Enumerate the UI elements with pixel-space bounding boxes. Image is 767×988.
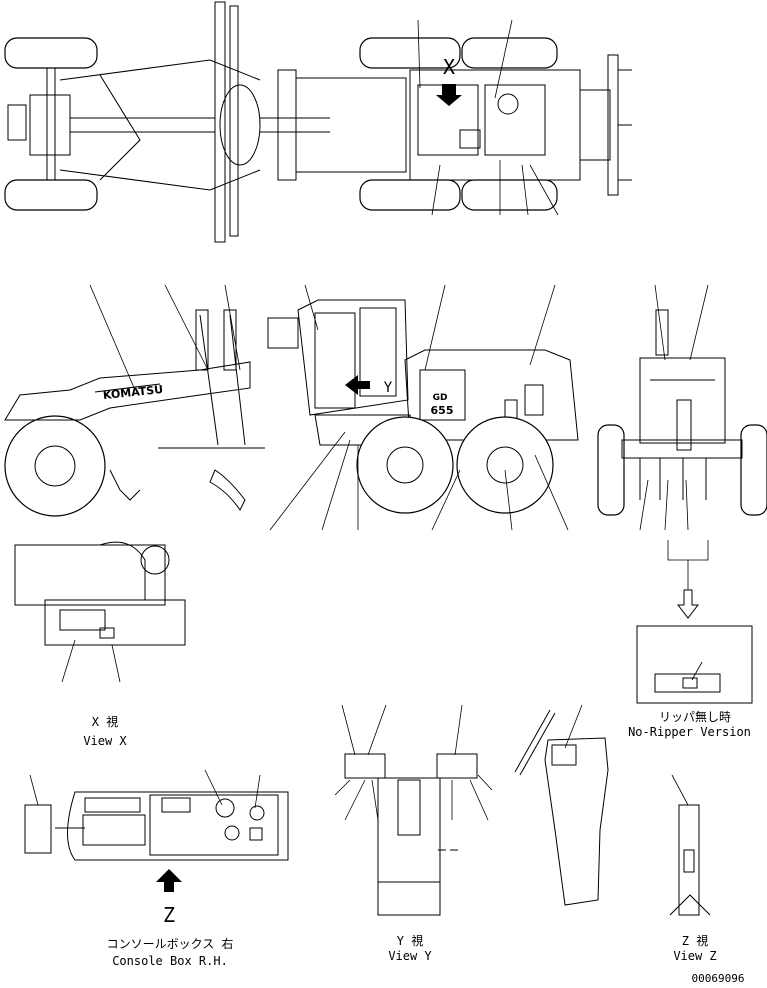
no-ripper-title-jp: リッパ無し時 <box>658 710 731 724</box>
marker-y-side: Y <box>384 380 393 396</box>
view-z-detail <box>669 774 711 916</box>
mirror-arm-detail <box>514 704 609 906</box>
console-box-detail <box>24 769 289 892</box>
drawing-number: 00069096 <box>691 972 745 985</box>
side-view-machine <box>4 284 579 531</box>
model-gd-label: GD <box>433 393 448 403</box>
view-x-title-jp: X 視 <box>91 715 119 729</box>
view-y-title-en: View Y <box>388 949 432 963</box>
rear-view-machine <box>597 284 767 619</box>
console-title-jp: コンソールボックス 右 <box>106 937 234 951</box>
view-y-detail <box>334 704 493 916</box>
marker-z-console: Z <box>163 903 175 927</box>
view-z-title-en: View Z <box>673 949 717 963</box>
no-ripper-inset <box>636 625 753 704</box>
view-x-detail <box>14 541 186 683</box>
view-z-title-jp: Z 視 <box>681 934 709 948</box>
marker-x-top: X <box>443 55 455 79</box>
no-ripper-title-en: No-Ripper Version <box>628 725 751 739</box>
brand-logo-side: KOMATSU <box>102 383 163 402</box>
model-number-label: 655 <box>431 404 454 417</box>
view-x-title-en: View X <box>83 734 127 748</box>
console-title-en: Console Box R.H. <box>112 954 228 968</box>
view-y-title-jp: Y 視 <box>396 934 424 948</box>
top-view-machine <box>4 1 632 243</box>
